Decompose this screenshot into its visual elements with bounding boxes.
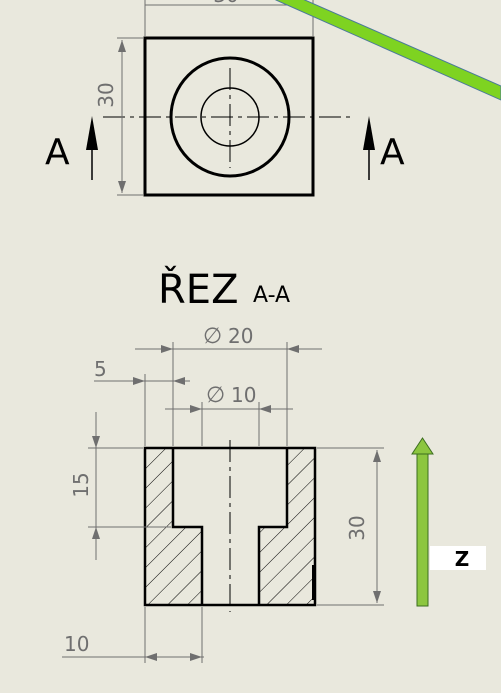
offset-arrow-right (173, 377, 185, 385)
height-arrow-bottom (118, 181, 126, 193)
dia10-symbol: ∅ (206, 383, 225, 408)
offset-arrow-left (133, 377, 145, 385)
green-bar (275, 0, 501, 101)
bottom-arrow-right (190, 653, 202, 661)
height-arrow-top (118, 40, 126, 52)
top-dimension-label: 30 (213, 0, 238, 7)
depth-arrow-bottom (92, 527, 100, 539)
bottom-arrow-left (145, 653, 157, 661)
dia20-arrow-right (287, 345, 299, 353)
height-dimension-label: 30 (94, 82, 118, 107)
z-axis-arrowhead (411, 437, 434, 455)
z-axis-shaft (416, 451, 429, 607)
z-label-box (430, 546, 486, 570)
dia10-arrow-left (190, 405, 202, 413)
z-axis-label: Z (455, 547, 470, 571)
total-height-arrow-top (373, 450, 381, 462)
total-height-label: 30 (345, 515, 369, 540)
dia20-arrow-left (161, 345, 173, 353)
offset-label: 5 (94, 357, 107, 381)
total-height-arrow-bottom (373, 591, 381, 603)
dia10-label: 10 (231, 383, 256, 407)
dia20-symbol: ∅ (203, 324, 222, 349)
bore-profile (171, 448, 289, 605)
section-arrow-right-head (363, 116, 375, 150)
hatched-material (145, 448, 315, 605)
section-mark-left: A (45, 132, 70, 173)
dia20-label: 20 (228, 324, 253, 348)
bottom-width-label: 10 (64, 632, 89, 656)
z-axis: Z (411, 437, 486, 607)
dia10-arrow-right (259, 405, 271, 413)
section-title: ŘEZ (158, 265, 238, 313)
top-view: 30 30 A A (45, 0, 501, 197)
section-view: ∅ 20 5 ∅ 10 15 30 10 (62, 324, 384, 663)
depth-label: 15 (69, 472, 93, 497)
section-mark-right: A (380, 132, 405, 173)
section-arrow-left-head (86, 116, 98, 150)
section-subtitle: A-A (253, 283, 290, 308)
depth-arrow-top (92, 436, 100, 448)
